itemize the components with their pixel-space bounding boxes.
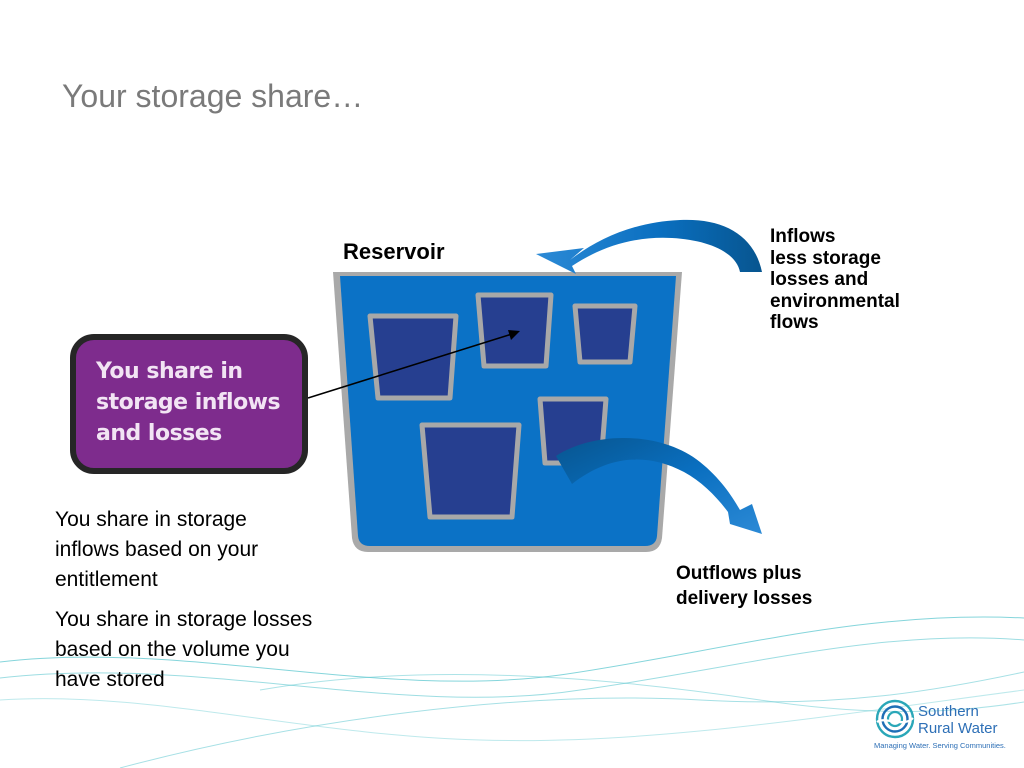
- callout-line: and losses: [96, 421, 222, 446]
- inflows-label-line: flows: [770, 312, 819, 333]
- outflow-arrow: [556, 437, 762, 534]
- background-waves: [0, 616, 1024, 768]
- logo-tagline: Managing Water. Serving Communities.: [874, 741, 1006, 750]
- outflows-label-line: delivery losses: [676, 588, 813, 609]
- outflows-label: Outflows plus delivery losses: [676, 561, 812, 611]
- body-text: You share in storage inflows based on yo…: [55, 505, 315, 705]
- logo-wordmark-line: Southern: [918, 703, 979, 720]
- inflows-label-line: losses and: [770, 269, 869, 290]
- southern-rural-water-logo-icon: [875, 699, 915, 739]
- callout-line: storage inflows: [96, 390, 281, 415]
- callout-box: [70, 334, 308, 474]
- inflows-label-line: Inflows: [770, 226, 836, 247]
- body-paragraph: You share in storage inflows based on yo…: [55, 508, 259, 591]
- storage-cup: [475, 292, 554, 369]
- slide-title: Your storage share…: [62, 78, 364, 114]
- outflows-label-line: Outflows plus: [676, 563, 802, 584]
- callout-text: You share in storage inflows and losses: [96, 356, 296, 449]
- logo-wordmark: Southern Rural Water: [918, 703, 997, 737]
- logo-wordmark-line: Rural Water: [918, 720, 998, 737]
- storage-cup: [572, 303, 638, 365]
- inflows-label-line: environmental: [770, 290, 900, 312]
- reservoir-label: Reservoir: [343, 239, 445, 264]
- body-paragraph: You share in storage losses based on the…: [55, 608, 313, 691]
- callout-pointer: [307, 330, 520, 399]
- callout-line: You share in: [96, 359, 243, 384]
- storage-cup: [419, 422, 522, 520]
- storage-share-cups: [367, 292, 638, 520]
- storage-cup: [367, 313, 459, 401]
- inflows-label-line: less storage: [770, 247, 881, 269]
- inflow-arrow: [536, 219, 762, 274]
- inflows-label: Inflows less storage losses and environm…: [770, 226, 900, 334]
